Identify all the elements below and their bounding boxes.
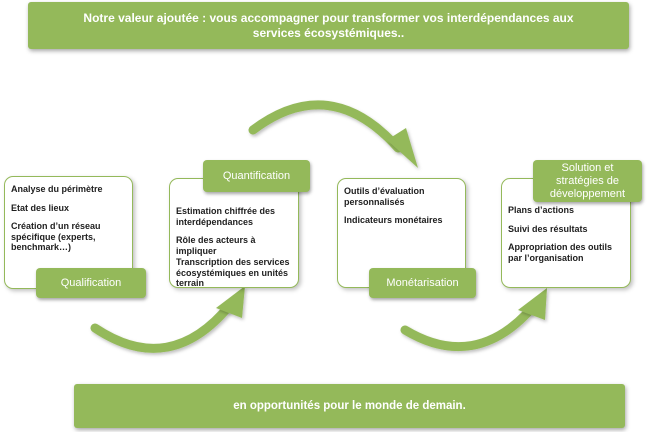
quantification-item: Rôle des acteurs à impliquer bbox=[176, 235, 256, 256]
qualification-item: Analyse du périmètre bbox=[11, 184, 103, 194]
quantification-panel: Estimation chiffrée des interdépendances… bbox=[169, 178, 299, 288]
footer-banner: en opportunités pour le monde de demain. bbox=[74, 384, 625, 428]
qualification-item: Création d’un réseau spécifique (experts… bbox=[11, 221, 101, 252]
header-text: Notre valeur ajoutée : vous accompagner … bbox=[83, 10, 574, 40]
arrow-head-top bbox=[387, 128, 418, 168]
solution-label: Solution et stratégies de développement bbox=[533, 160, 642, 202]
monetarisation-item: Outils d’évaluation personnalisés bbox=[344, 186, 425, 207]
quantification-item: Estimation chiffrée des interdépendances bbox=[176, 206, 276, 227]
monetarisation-item: Indicateurs monétaires bbox=[344, 215, 443, 225]
arrow-quantification-to-monetarisation bbox=[248, 100, 403, 153]
qualification-label: Qualification bbox=[36, 268, 146, 298]
quantification-item: Transcription des services écosystémique… bbox=[176, 257, 290, 288]
qualification-item: Etat des lieux bbox=[11, 202, 70, 213]
solution-item: Plans d’actions bbox=[508, 205, 575, 215]
quantification-label: Quantification bbox=[203, 160, 310, 192]
monetarisation-label: Monétarisation bbox=[369, 268, 476, 298]
solution-item: Appropriation des outils par l’organisat… bbox=[508, 242, 613, 263]
solution-item: Suivi des résultats bbox=[508, 223, 588, 234]
arrow-head-right bbox=[518, 288, 547, 320]
arrow-monetarisation-to-solution bbox=[400, 303, 537, 352]
header-banner: Notre valeur ajoutée : vous accompagner … bbox=[28, 2, 629, 49]
footer-text: en opportunités pour le monde de demain. bbox=[233, 400, 466, 412]
arrow-qualification-to-quantification bbox=[90, 300, 235, 353]
arrow-head-left bbox=[216, 286, 245, 318]
